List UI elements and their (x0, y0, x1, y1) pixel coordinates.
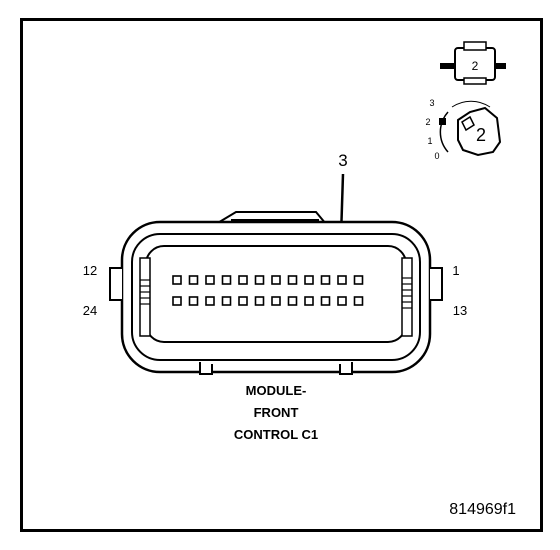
pin-cavity (238, 296, 248, 306)
pin-cavity (337, 275, 347, 285)
lock-scale-3: 3 (429, 98, 434, 108)
pin-cavity (221, 275, 232, 285)
pin-cavity (188, 296, 199, 306)
pin-label-24: 24 (83, 303, 97, 318)
connector-title-line-3: CONTROL C1 (234, 427, 318, 442)
lock-scale-2: 2 (425, 117, 430, 127)
pin-cavity (254, 296, 265, 306)
pin-cavity (271, 296, 281, 306)
pin-cavity (205, 296, 215, 306)
pin-cavity (254, 275, 265, 285)
pin-cavity (271, 275, 281, 285)
pin-cavity (304, 296, 314, 306)
pin-cavity (172, 296, 182, 306)
lock-position-icon: 2 3 2 1 0 (425, 98, 502, 161)
connector-title-line-2: FRONT (254, 405, 299, 420)
lock-scale-0: 0 (434, 151, 439, 161)
connector-title-line-1: MODULE- (246, 383, 307, 398)
pin-cavities (172, 275, 364, 306)
connector-icon-label: 2 (472, 59, 479, 73)
pin-label-1: 1 (452, 263, 459, 278)
pin-cavity (320, 275, 331, 285)
pin-cavity (287, 275, 298, 285)
pin-label-12: 12 (83, 263, 97, 278)
pin-cavity (337, 296, 347, 306)
pin-cavity (221, 296, 232, 306)
pin-cavity (304, 275, 314, 285)
pin-cavity (287, 296, 298, 306)
pin-cavity (353, 296, 364, 306)
pin-cavity (320, 296, 331, 306)
figure-reference-id: 814969f1 (449, 501, 516, 518)
pin-cavity (188, 275, 199, 285)
callout-label: 3 (338, 151, 347, 170)
pin-cavity (172, 275, 182, 285)
lock-scale-1: 1 (427, 136, 432, 146)
pin-cavity (238, 275, 248, 285)
connector-housing (109, 211, 443, 375)
pin-cavity (205, 275, 215, 285)
connector-icon: 2 (440, 41, 506, 85)
pin-label-13: 13 (453, 303, 467, 318)
lock-icon-label: 2 (476, 125, 486, 145)
pin-cavity (353, 275, 364, 285)
